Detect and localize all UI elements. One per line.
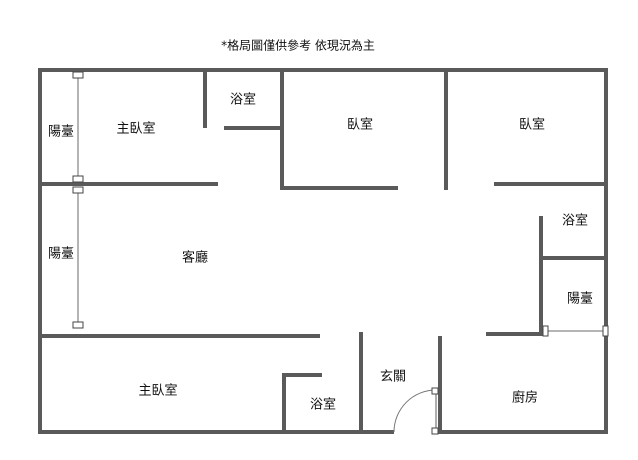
room-label-bedroom-right: 臥室 — [519, 117, 545, 133]
room-label-balcony-left: 陽臺 — [48, 247, 74, 262]
balcony-window-right — [542, 325, 609, 337]
room-label-balcony-right: 陽臺 — [567, 292, 593, 307]
balcony-window-top-left — [72, 71, 84, 183]
room-label-master-bedroom-bottom: 主臥室 — [138, 383, 177, 399]
room-label-bath-top: 浴室 — [230, 92, 256, 108]
room-label-bedroom-center: 臥室 — [347, 117, 373, 133]
room-label-living-room: 客廳 — [182, 250, 208, 266]
room-label-master-bedroom-top: 主臥室 — [116, 121, 155, 137]
room-label-kitchen: 廚房 — [512, 390, 538, 406]
interior-walls — [38, 68, 608, 434]
entrance-door-icon — [393, 387, 439, 435]
outer-walls — [38, 68, 608, 434]
room-label-bath-bottom: 浴室 — [310, 397, 336, 413]
room-label-entrance: 玄關 — [380, 370, 406, 385]
room-label-balcony-top: 陽臺 — [48, 125, 74, 140]
room-label-bath-right: 浴室 — [562, 213, 588, 229]
balcony-window-left — [72, 186, 84, 329]
disclaimer-note: *格局圖僅供參考 依現況為主 — [221, 38, 375, 53]
